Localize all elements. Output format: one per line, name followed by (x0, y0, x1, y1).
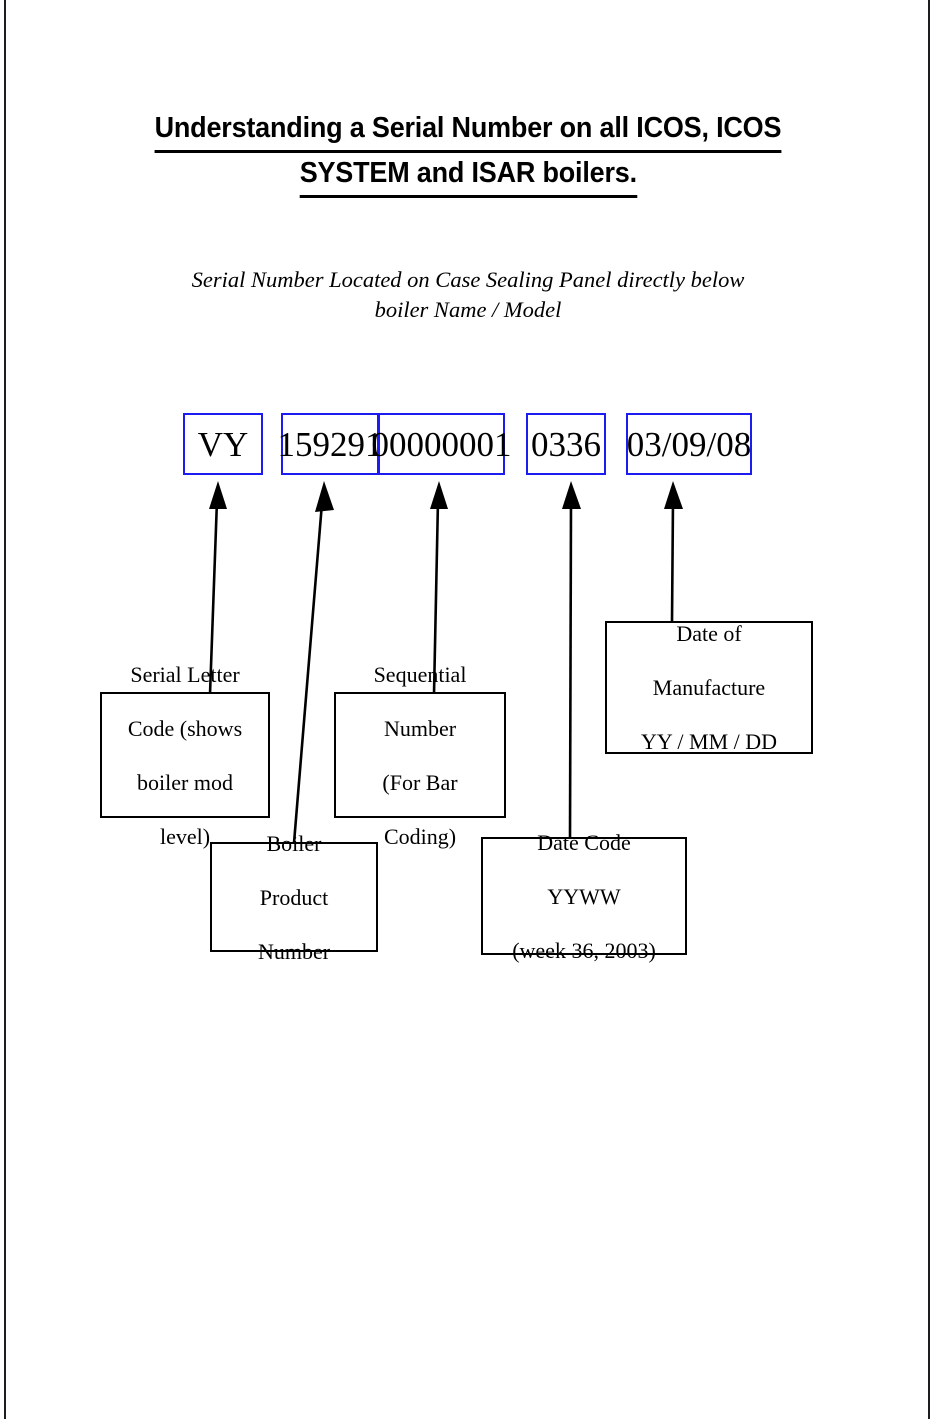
callout-line: (For Bar (382, 769, 458, 795)
callout-line: Coding) (383, 823, 457, 849)
callout-sequential-number: Sequential Number (For Bar Coding) (334, 662, 506, 849)
page-subtitle: Serial Number Located on Case Sealing Pa… (118, 265, 818, 325)
callout-line: Number (383, 715, 457, 741)
callout-date-of-manufacture: Date of Manufacture YY / MM / DD (605, 621, 813, 754)
callout-line: (week 36, 2003) (512, 937, 656, 963)
callout-boiler-product-number: Boiler Product Number (210, 831, 378, 964)
page-right-rule (928, 0, 930, 1419)
serial-segment-sequential-number[interactable]: 00000001 (372, 413, 512, 475)
callout-line: Date of (676, 621, 742, 646)
serial-segment-date-code[interactable]: 0336 (526, 413, 606, 475)
serial-segment-date-of-manufacture[interactable]: 03/09/08 (626, 413, 752, 475)
serial-segment-serial-letter-code[interactable]: VY (183, 413, 263, 475)
page-subtitle-line-2: boiler Name / Model (374, 297, 562, 322)
callout-line: Date Code (537, 829, 631, 855)
callout-line: Number (257, 938, 331, 964)
callout-line: Boiler (266, 830, 322, 856)
page-subtitle-line-1: Serial Number Located on Case Sealing Pa… (191, 267, 745, 292)
page-title: Understanding a Serial Number on all ICO… (68, 108, 868, 198)
arrow-date-code (562, 481, 581, 839)
page-title-line-1: Understanding a Serial Number on all ICO… (154, 108, 782, 153)
callout-serial-letter-code: Serial Letter Code (shows boiler mod lev… (100, 662, 270, 849)
callout-line: YY / MM / DD (640, 729, 778, 754)
callout-line: Manufacture (652, 675, 766, 700)
callout-line: Sequential (373, 661, 467, 687)
callout-line: Code (shows (127, 715, 243, 741)
page-left-rule (4, 0, 6, 1419)
arrow-boiler-product-number (292, 481, 334, 844)
callout-line: level) (159, 823, 211, 849)
page-title-line-2: SYSTEM and ISAR boilers. (299, 153, 637, 198)
serial-segment-boiler-product-number[interactable]: 159291 (278, 413, 383, 475)
callout-line: Product (259, 884, 329, 910)
callout-date-code: Date Code YYWW (week 36, 2003) (481, 830, 687, 963)
arrow-date-of-manufacture (664, 481, 683, 623)
callout-line: YYWW (547, 883, 621, 909)
callout-line: boiler mod (137, 769, 233, 795)
callout-line: Serial Letter (130, 661, 240, 687)
